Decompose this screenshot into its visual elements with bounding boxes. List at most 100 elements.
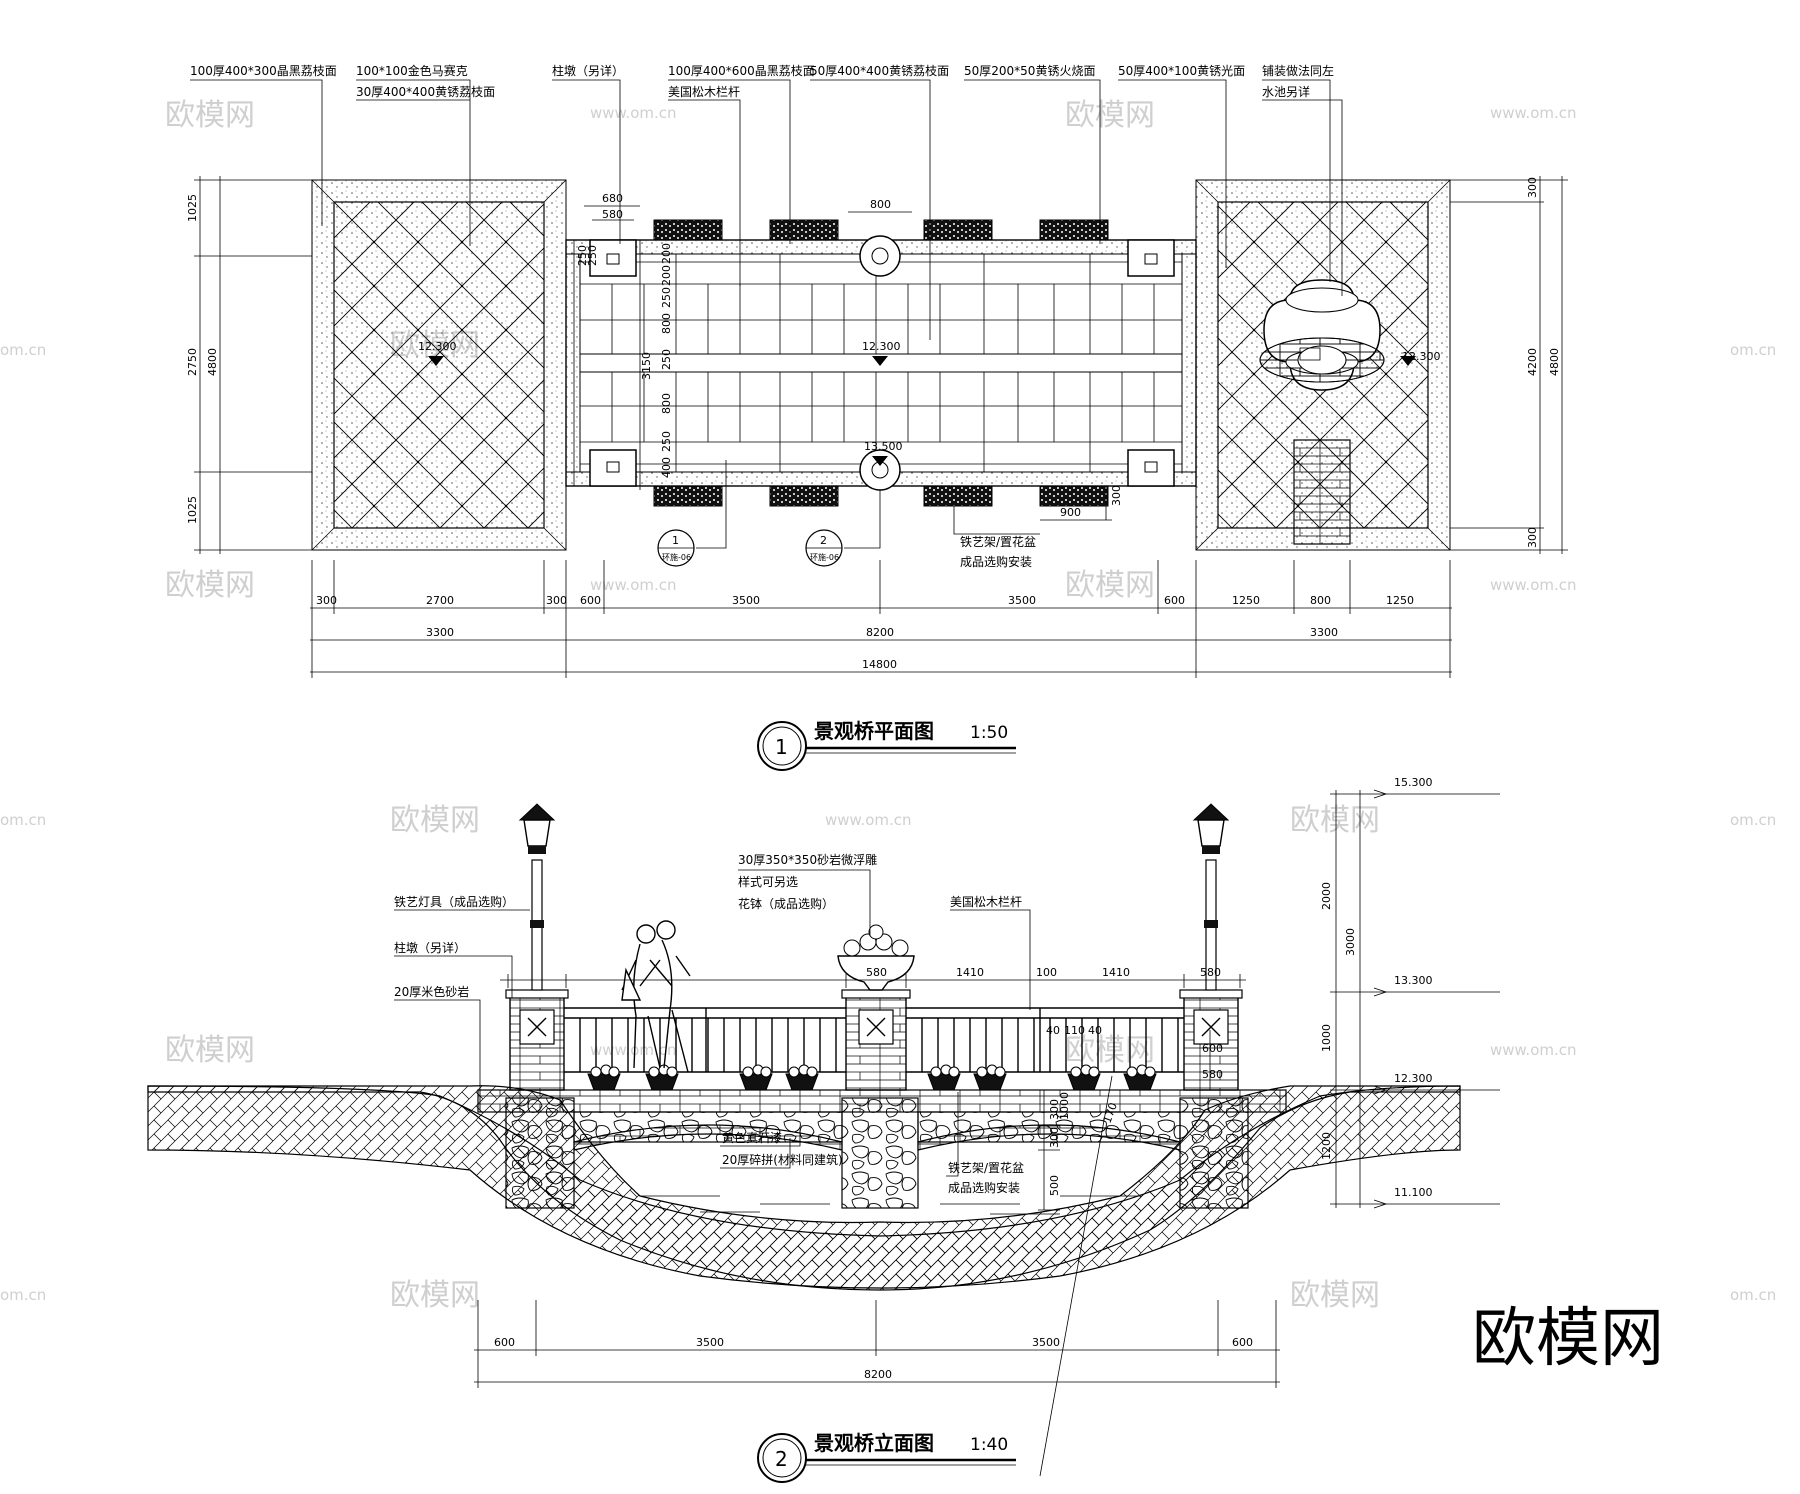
dim-text: 250 bbox=[660, 349, 673, 370]
dim-text: 3500 bbox=[1008, 594, 1036, 607]
callout-label: 柱墩（另详） bbox=[394, 940, 466, 955]
watermark-url: om.cn bbox=[0, 811, 46, 829]
callout-label: 铺装做法同左 bbox=[1262, 63, 1334, 78]
people-figures bbox=[621, 920, 691, 1073]
dim-text: 250 bbox=[660, 431, 673, 452]
dim-text: 580 bbox=[1200, 966, 1221, 979]
ref-sheet: 环施-06 bbox=[810, 552, 839, 562]
callout-label: 成品选购安装 bbox=[948, 1180, 1020, 1195]
dim-text: 4200 bbox=[1526, 348, 1539, 376]
callout-label: 100厚400*600晶黑荔枝面 bbox=[668, 63, 815, 78]
dim-text: 1200 bbox=[1320, 1132, 1333, 1160]
dim-text: 900 bbox=[1060, 506, 1081, 519]
plan-elevation-markers: 12.300 12.300 12.300 13.500 bbox=[418, 340, 1441, 466]
callout-label: 铁艺架/置花盆 bbox=[948, 1160, 1024, 1175]
deck-flower-pots bbox=[587, 1064, 1157, 1091]
watermark-brand: 欧模网 bbox=[1065, 98, 1155, 133]
callout-label: 50厚400*100黄锈光面 bbox=[1118, 64, 1245, 78]
callout-label: 铁艺架/置花盆 bbox=[960, 534, 1036, 549]
watermark-brand: 欧模网 bbox=[165, 98, 255, 133]
dim-text: 3500 bbox=[696, 1336, 724, 1349]
dim-text: 1250 bbox=[1386, 594, 1414, 607]
dim-text: 680 bbox=[602, 192, 623, 205]
dim-text: 300 bbox=[1048, 1127, 1061, 1148]
watermark-url: om.cn bbox=[1730, 1286, 1776, 1304]
dim-text: 800 bbox=[660, 313, 673, 334]
elevation-mid-dims bbox=[1038, 1030, 1211, 1211]
watermark-url: om.cn bbox=[0, 1286, 46, 1304]
dim-text: 4800 bbox=[206, 348, 219, 376]
left-platform-paving bbox=[333, 201, 545, 529]
plan-view: 12.300 12.300 12.300 13.500 100厚400*300晶… bbox=[186, 63, 1568, 771]
watermark-url: om.cn bbox=[0, 341, 46, 359]
plan-callouts bbox=[190, 79, 1343, 340]
callout-label: 100厚400*300晶黑荔枝面 bbox=[190, 63, 337, 78]
watermark-brand: 欧模网 bbox=[1065, 1033, 1155, 1068]
elevation-label: 12.300 bbox=[418, 340, 457, 353]
callout-label: 100*100金色马赛克 bbox=[356, 63, 468, 78]
level-label: 15.300 bbox=[1394, 776, 1433, 789]
dim-text: 300 bbox=[316, 594, 337, 607]
abutment-left bbox=[505, 1097, 575, 1209]
dim-text: 3300 bbox=[1310, 626, 1338, 639]
dim-text: 250 bbox=[586, 245, 599, 266]
callout-label: 50厚200*50黄锈火烧面 bbox=[964, 64, 1095, 78]
dim-text: 3500 bbox=[1032, 1336, 1060, 1349]
level-label: 12.300 bbox=[1394, 1072, 1433, 1085]
dim-text: 580 bbox=[602, 208, 623, 221]
dim-text: 8200 bbox=[864, 1368, 892, 1381]
dim-text: 600 bbox=[1202, 1042, 1223, 1055]
title-number: 1 bbox=[775, 735, 788, 759]
plan-planters bbox=[653, 219, 1109, 507]
plan-dimension-lines bbox=[194, 176, 1568, 678]
callout-label: 30厚350*350砂岩微浮雕 bbox=[738, 852, 877, 867]
dim-text: 1000 bbox=[1058, 1092, 1071, 1120]
ref-number: 1 bbox=[672, 534, 679, 547]
dim-text: 2000 bbox=[1320, 882, 1333, 910]
dim-text: 800 bbox=[870, 198, 891, 211]
watermark-brand: 欧模网 bbox=[1065, 568, 1155, 603]
dim-text: 300 bbox=[546, 594, 567, 607]
watermark-url: www.om.cn bbox=[1490, 104, 1577, 122]
plan-scale: 1:50 bbox=[970, 723, 1008, 743]
dim-text: 1025 bbox=[186, 496, 199, 524]
elevation-title: 景观桥立面图 bbox=[814, 1431, 934, 1455]
dim-text: 250 bbox=[576, 245, 589, 266]
callout-label: 美国松木栏杆 bbox=[950, 894, 1022, 909]
plan-title-block: 1 景观桥平面图 1:50 bbox=[757, 719, 1016, 771]
section-cut-leader bbox=[1039, 1075, 1113, 1477]
dim-text: 1250 bbox=[1232, 594, 1260, 607]
dim-text: 110 bbox=[1064, 1024, 1085, 1037]
dim-text: 800 bbox=[660, 393, 673, 414]
flower-urn bbox=[837, 924, 915, 991]
dim-text: 4800 bbox=[1548, 348, 1561, 376]
lamp-right bbox=[1192, 803, 1230, 991]
elevation-title-block: 2 景观桥立面图 1:40 bbox=[757, 1431, 1016, 1483]
dim-text: 2750 bbox=[186, 348, 199, 376]
callout-label: 20厚碎拼(材料同建筑) bbox=[722, 1152, 843, 1167]
callout-label: 花钵（成品选购） bbox=[738, 896, 834, 911]
dim-text: 600 bbox=[1232, 1336, 1253, 1349]
section-ref-1: 1 环施-06 bbox=[657, 460, 727, 567]
dim-text: 1000 bbox=[1320, 1024, 1333, 1052]
dim-text: 1025 bbox=[186, 194, 199, 222]
dim-text: 800 bbox=[1310, 594, 1331, 607]
dim-text: 200 bbox=[660, 265, 673, 286]
watermark-brand: 欧模网 bbox=[1290, 803, 1380, 838]
dim-text: 1410 bbox=[1102, 966, 1130, 979]
watermark-brand: 欧模网 bbox=[390, 803, 480, 838]
dim-text: 600 bbox=[580, 594, 601, 607]
dim-text: 40 bbox=[1046, 1024, 1060, 1037]
dim-text: 100 bbox=[1036, 966, 1057, 979]
callout-label: 美国松木栏杆 bbox=[668, 84, 740, 99]
lamp-left bbox=[518, 803, 556, 991]
ref-number: 2 bbox=[820, 534, 827, 547]
elevation-top-dims bbox=[500, 974, 1246, 988]
dim-text: 300 bbox=[1048, 1099, 1061, 1120]
elevation-label: 12.300 bbox=[1402, 350, 1441, 363]
elevation-label: 13.500 bbox=[864, 440, 903, 453]
watermark-logo-large: 欧模网 bbox=[1472, 1302, 1664, 1376]
dim-text: 8200 bbox=[866, 626, 894, 639]
elevation-scale: 1:40 bbox=[970, 1435, 1008, 1455]
